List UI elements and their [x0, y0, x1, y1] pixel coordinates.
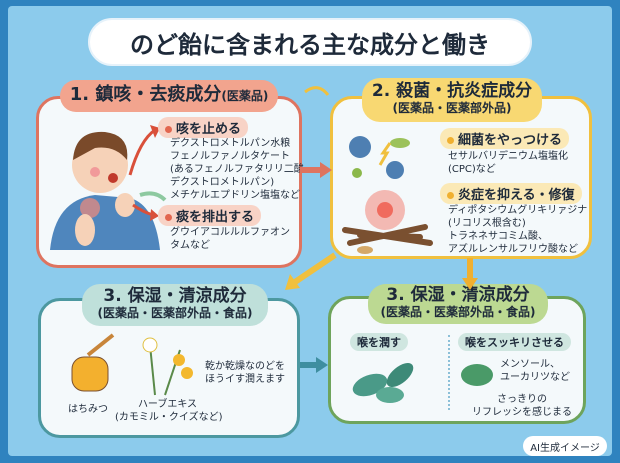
section1-title: 1. 鎮咳・去痰成分: [69, 84, 222, 105]
mint-leaves-illustration: [352, 363, 414, 403]
label-text: 咳を止める: [176, 122, 242, 137]
page-title: のど飴に含まれる主な成分と働き: [88, 18, 532, 66]
section1-header: 1. 鎮咳・去痰成分(医薬品): [60, 80, 278, 112]
cough-label: 咳を止める: [158, 117, 249, 138]
bacteria-illustration: [349, 136, 410, 179]
licorice-fire-illustration: [342, 190, 433, 254]
text-line: フェノルファノルタケート: [170, 151, 290, 162]
cough-ingredients: デクストロメトルパン水粮フェノルファノルタケート (あるフェノルファタリリ二酸デク…: [170, 137, 304, 202]
coughing-person-illustration: [50, 131, 167, 250]
text-line: 乾か乾燥なのどを: [205, 361, 285, 372]
section3b-header: 3. 保湿・清涼成分(医薬品・医薬部外品・食品): [368, 284, 548, 324]
text-line: ユーカリツなど: [500, 372, 570, 383]
section3a-note: (医薬品・医薬部外品・食品): [97, 305, 253, 320]
text-line: (リコリス根含む): [448, 218, 526, 229]
section2-title: 2. 殺菌・抗炎症成分: [371, 81, 533, 101]
section3b-title: 3. 保湿・清涼成分: [386, 285, 530, 305]
section2-note: (医薬品・医薬部外品): [392, 100, 512, 115]
text-line: メンソール、: [500, 359, 560, 370]
refresh-text: さっきりのリフレッシを感じまる: [472, 393, 572, 419]
label-text: 痰を排出する: [176, 210, 255, 225]
anti-inflammatory-label: 炎症を抑える・修復: [440, 183, 582, 204]
bullet-icon: [165, 126, 172, 133]
text-line: グウイアコルルルファオン: [170, 227, 290, 238]
antibacterial-ingredients: セサルバリデニウム塩塩化 (CPC)など: [448, 150, 568, 176]
herb-note: (カモミル・クイズなど): [115, 412, 223, 423]
honey-jar-illustration: [71, 333, 115, 392]
text-line: (あるフェノルファタリリ二酸: [170, 164, 304, 175]
mint-leaf-icon: [461, 364, 493, 386]
section3b-note: (医薬品・医薬部外品・食品): [380, 304, 536, 319]
divider: [448, 335, 450, 410]
text-line: デクストロメトルパン): [170, 177, 275, 188]
refresh-label: 喉をスッキリさせる: [458, 333, 571, 351]
text-line: デクストロメトルパン水粮: [170, 138, 291, 149]
moisture-description: 乾か乾燥なのどをほうイす潤えます: [205, 360, 285, 386]
honey-label: はちみつ: [68, 404, 108, 415]
antibacterial-label: 細菌をやっつける: [440, 128, 570, 149]
text-line: さっきりの: [497, 394, 547, 405]
herb-illustration: [142, 337, 193, 396]
text-line: (CPC)など: [448, 164, 496, 175]
text-line: ほうイす潤えます: [205, 374, 285, 385]
ai-generated-badge: AI生成イメージ: [523, 436, 607, 456]
label-text: 細菌をやっつける: [458, 133, 563, 148]
section3a-title: 3. 保湿・清涼成分: [103, 286, 247, 306]
bullet-icon: [165, 214, 172, 221]
text-line: タムなど: [170, 240, 210, 251]
phlegm-ingredients: グウイアコルルルファオンタムなど: [170, 226, 290, 252]
herb-name: ハーブエキス: [137, 399, 198, 410]
menthol-text: メンソール、ユーカリツなど: [500, 358, 570, 384]
text-line: アズルレンサルフリウ酸など: [448, 244, 578, 255]
moisten-label: 喉を潤す: [350, 333, 408, 351]
bullet-icon: [447, 192, 454, 199]
phlegm-label: 痰を排出する: [158, 205, 262, 226]
text-line: セサルバリデニウム塩塩化: [448, 151, 568, 162]
arrow-icon: [128, 125, 160, 221]
herb-label: ハーブエキス (カモミル・クイズなど): [115, 398, 223, 424]
section1-note: (医薬品): [221, 89, 269, 103]
text-line: リフレッシを感じまる: [472, 407, 572, 418]
label-text: 炎症を抑える・修復: [458, 188, 575, 203]
bullet-icon: [447, 137, 454, 144]
anti-inflammatory-ingredients: ディポタシウムグリキリァジナ (リコリス根含む) トラネネサコミム酸、アズルレンサル…: [448, 204, 587, 256]
text-line: トラネネサコミム酸、: [448, 231, 548, 242]
text-line: メチケルエプドリン塩塩など: [170, 190, 300, 201]
section2-header: 2. 殺菌・抗炎症成分(医薬品・医薬部外品): [362, 78, 542, 122]
text-line: ディポタシウムグリキリァジナ: [448, 205, 588, 216]
section3a-header: 3. 保湿・清涼成分(医薬品・医薬部外品・食品): [82, 284, 268, 326]
